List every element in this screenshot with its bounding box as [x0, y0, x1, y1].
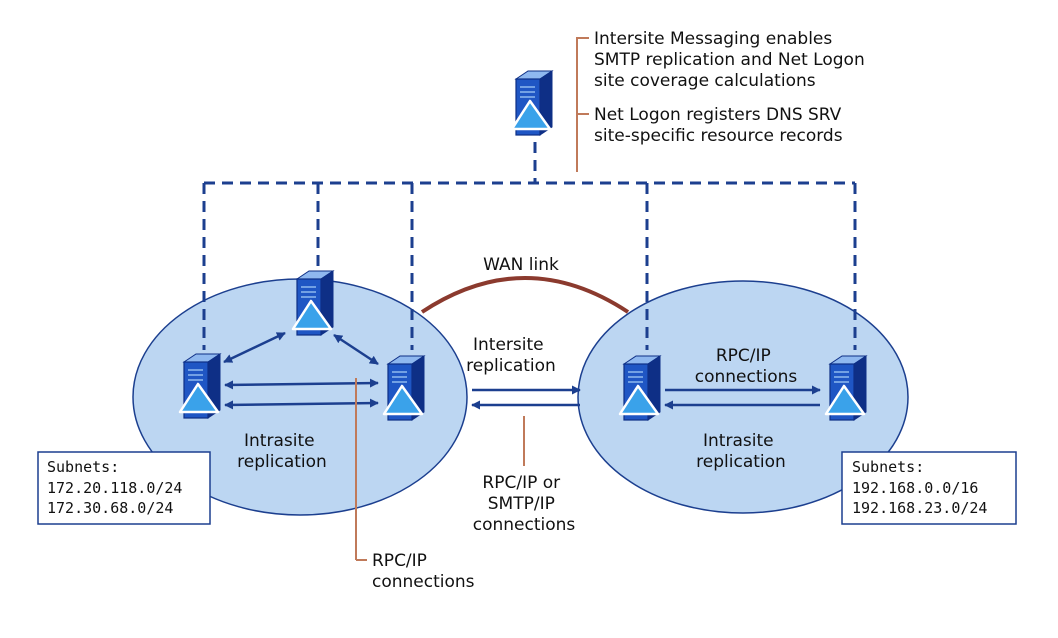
- left-site-server-right-icon: [382, 354, 426, 422]
- intersite-replication-label: Intersite replication: [466, 335, 556, 376]
- intersite-connections-label: RPC/IP or SMTP/IP connections: [473, 473, 576, 535]
- left-subnet-1: 172.20.118.0/24: [47, 479, 182, 497]
- netlogon-annotation: Net Logon registers DNS SRV site-specifi…: [594, 105, 847, 146]
- left-subnet-2: 172.30.68.0/24: [47, 499, 173, 517]
- top-server-icon: [510, 69, 554, 137]
- wan-link-label: WAN link: [483, 255, 559, 275]
- right-site: [577, 280, 909, 514]
- left-subnets-box: Subnets: 172.20.118.0/24 172.30.68.0/24: [37, 451, 211, 525]
- right-rpc-label: RPC/IP connections: [695, 346, 798, 387]
- left-intrasite-label: Intrasite replication: [237, 431, 327, 472]
- right-intrasite-arrows: [664, 385, 821, 410]
- right-site-server-right-icon: [824, 354, 868, 422]
- left-site-server-top-icon: [291, 269, 335, 337]
- callout-lines: [355, 37, 589, 561]
- left-rpc-label: RPC/IP connections: [372, 551, 475, 592]
- intersite-arrows: [471, 385, 581, 410]
- right-subnets-title: Subnets:: [852, 458, 924, 476]
- right-subnet-1: 192.168.0.0/16: [852, 479, 978, 497]
- right-intrasite-label: Intrasite replication: [696, 431, 786, 472]
- right-site-server-left-icon: [618, 354, 662, 422]
- dashed-bus: [202, 142, 857, 350]
- wan-link-arc: [420, 276, 630, 314]
- right-subnets-box: Subnets: 192.168.0.0/16 192.168.23.0/24: [841, 451, 1017, 525]
- ism-annotation: Intersite Messaging enables SMTP replica…: [594, 29, 870, 91]
- left-subnets-title: Subnets:: [47, 458, 119, 476]
- left-intrasite-arrows: [223, 331, 379, 410]
- right-subnet-2: 192.168.23.0/24: [852, 499, 987, 517]
- left-site-server-left-icon: [178, 352, 222, 420]
